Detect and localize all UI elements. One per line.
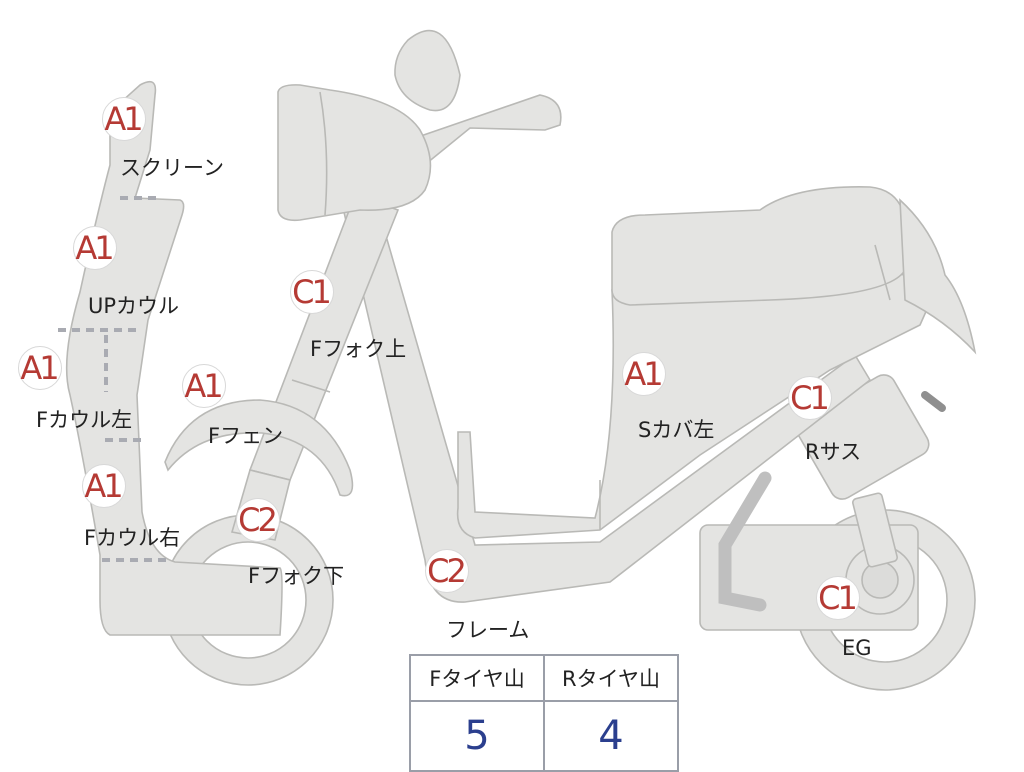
- front-tire-value: 5: [409, 700, 545, 772]
- up-cowl-label: UPカウル: [88, 294, 180, 318]
- up-cowl-grade-badge: A1: [73, 226, 117, 270]
- front-cowl-left-label: Fカウル左: [36, 408, 133, 432]
- front-fender-grade-badge: A1: [182, 364, 226, 408]
- screen-grade-badge: A1: [102, 97, 146, 141]
- frame-label: フレーム: [446, 618, 530, 642]
- table-header-row: Fタイヤ山 Rタイヤ山: [409, 654, 679, 702]
- engine-grade-badge: C1: [816, 576, 860, 620]
- side-cover: [456, 269, 942, 539]
- rear-suspension-label: Rサス: [805, 440, 862, 464]
- engine-label: EG: [842, 636, 872, 660]
- exhaust-pipe: [718, 471, 772, 612]
- front-fork-upper-grade-badge: C1: [290, 270, 334, 314]
- front-fender: [164, 399, 354, 497]
- front-cowl-right-label: Fカウル右: [84, 526, 181, 550]
- front-cowl-right-grade-badge: A1: [82, 464, 126, 508]
- tire-tread-table: Fタイヤ山 Rタイヤ山 5 4: [409, 654, 679, 772]
- front-fender-label: Fフェン: [208, 424, 284, 448]
- front-fork-lower-label: Fフォク下: [248, 564, 345, 588]
- front-fork-upper-label: Fフォク上: [310, 337, 407, 361]
- front-fork-lower-grade-badge: C2: [236, 498, 280, 542]
- headlight-housing: [277, 84, 432, 222]
- frame-grade-badge: C2: [425, 549, 469, 593]
- mirror: [394, 29, 461, 112]
- rear-tire-value: 4: [543, 700, 679, 772]
- rear-shock: [852, 492, 898, 568]
- screen-label: スクリーン: [120, 156, 224, 180]
- rear-suspension-grade-badge: C1: [788, 376, 832, 420]
- side-cover-left-label: Sカバ左: [638, 418, 715, 442]
- front-tire-header: Fタイヤ山: [409, 654, 545, 702]
- side-cover-left-grade-badge: A1: [622, 352, 666, 396]
- tail-cowl: [899, 198, 977, 355]
- front-cowl-left-grade-badge: A1: [18, 346, 62, 390]
- rear-tire-header: Rタイヤ山: [543, 654, 679, 702]
- seat: [611, 186, 906, 306]
- table-row: 5 4: [409, 700, 679, 772]
